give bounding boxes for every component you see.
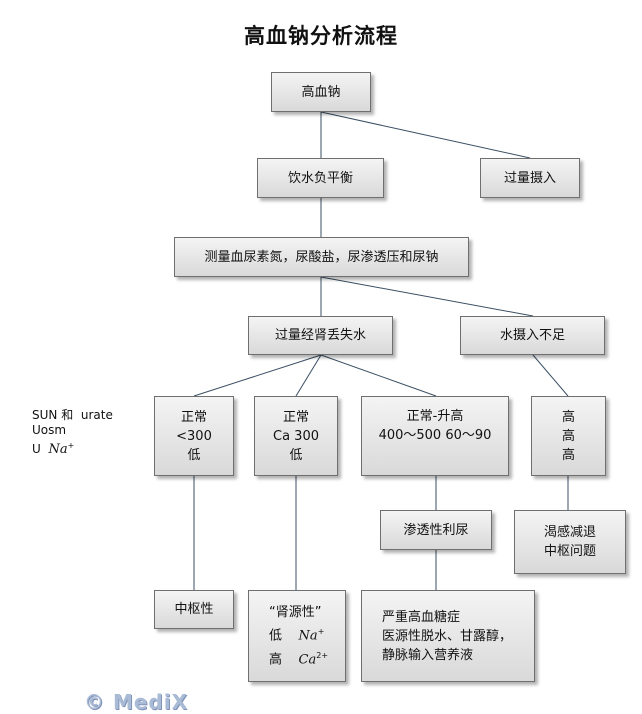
node-hypernatremia: 高血钠 <box>271 72 371 112</box>
value-sun: 正常-升高 <box>406 409 464 424</box>
sodium-ion: Na <box>298 628 318 644</box>
node-label-line2: 中枢问题 <box>543 544 596 559</box>
node-negative-water-balance: 饮水负平衡 <box>257 158 384 198</box>
node-osmotic-diuresis: 渗透性利尿 <box>380 510 492 550</box>
node-label: 中枢性 <box>174 602 214 617</box>
watermark-logo: © MediX <box>84 690 189 714</box>
node-label-line3: 静脉输入营养液 <box>382 647 474 663</box>
node-label-line1: 严重高血糖症 <box>382 609 461 625</box>
value-sun: 高 <box>561 409 575 425</box>
row-label-uosm: Uosm <box>32 423 67 437</box>
link-insufficient-col4 <box>532 354 569 397</box>
node-col2-values: 正常 Ca 300 低 <box>254 396 338 476</box>
value-una: 高 <box>561 447 575 463</box>
node-label: 水摄入不足 <box>499 328 565 343</box>
node-measure: 测量血尿素氮，尿酸盐，尿渗透压和尿钠 <box>174 237 469 277</box>
value-uosm-una: 400～500 60～90 <box>378 428 492 443</box>
node-label: 过量摄入 <box>503 170 556 186</box>
value-sun: 正常 <box>282 409 309 425</box>
node-severe-causes: 严重高血糖症 医源性脱水、甘露醇， 静脉输入营养液 <box>361 590 535 682</box>
value-una: 低 <box>187 447 201 463</box>
node-central: 中枢性 <box>154 590 234 629</box>
charge-plus: + <box>67 441 75 450</box>
node-renal-water-loss: 过量经肾丢失水 <box>248 316 393 355</box>
charge-2plus: 2+ <box>316 650 329 660</box>
link-renal-col1 <box>193 354 322 397</box>
node-label: 渗透性利尿 <box>403 522 469 538</box>
node-label-line1: 渴感减退 <box>543 525 596 540</box>
node-excess-intake: 过量摄入 <box>480 158 580 198</box>
diagram-title: 高血钠分析流程 <box>244 24 398 48</box>
calcium-ion: Ca <box>298 651 317 667</box>
value-uosm: <300 <box>176 428 212 444</box>
row-label-una: U Na+ <box>32 441 75 457</box>
value-uosm: 高 <box>561 428 575 444</box>
node-nephrogenic: “肾源性” 低 Na+ 高 Ca2+ <box>248 590 346 682</box>
row-label-sun-urate: SUN 和 urate <box>32 408 113 422</box>
link-measure-insufficient <box>320 276 534 317</box>
node-label: 高血钠 <box>301 84 341 100</box>
row-labels: SUN 和 urate Uosm U Na+ <box>32 408 113 457</box>
link-renal-col2 <box>295 354 322 397</box>
value-sun: 正常 <box>180 409 207 425</box>
node-col1-values: 正常 <300 低 <box>154 396 234 476</box>
node-label: 过量经肾丢失水 <box>274 328 366 343</box>
node-col3-values: 正常-升高 400～500 60～90 <box>361 396 509 476</box>
link-renal-col3 <box>320 354 437 397</box>
value-uosm: Ca 300 <box>273 428 319 444</box>
link-root-excess <box>320 111 531 159</box>
node-label: “肾源性” <box>269 605 322 621</box>
node-line-low: 低 Na+ <box>269 627 325 644</box>
node-insufficient-intake: 水摄入不足 <box>460 316 605 355</box>
node-line-high: 高 Ca2+ <box>269 650 329 667</box>
charge-plus: + <box>317 627 325 637</box>
node-label-line2: 医源性脱水、甘露醇， <box>382 628 513 644</box>
node-label: 饮水负平衡 <box>287 170 353 186</box>
value-una: 低 <box>289 447 303 463</box>
node-label: 测量血尿素氮，尿酸盐，尿渗透压和尿钠 <box>204 249 439 265</box>
node-thirst-central: 渴感减退 中枢问题 <box>514 510 626 574</box>
node-col4-values: 高 高 高 <box>531 396 606 476</box>
